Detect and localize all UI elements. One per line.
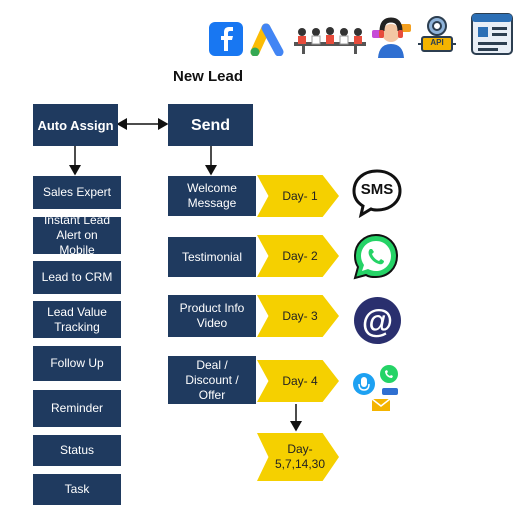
diagram-title: New Lead bbox=[172, 68, 244, 85]
sms-icon: SMS bbox=[351, 168, 403, 219]
message-deal-discount-offer: Deal / Discount / Offer bbox=[168, 356, 256, 404]
api-icon: API bbox=[416, 10, 458, 58]
left-item-instant-lead-alert: Instant Lead Alert on Mobile bbox=[33, 213, 121, 257]
left-item-lead-value-tracking: Lead Value Tracking bbox=[33, 301, 121, 338]
left-item-task: Task bbox=[33, 474, 121, 505]
left-item-reminder: Reminder bbox=[33, 390, 121, 427]
day-1-chevron: Day- 1 bbox=[257, 175, 339, 217]
support-agent-illustration bbox=[370, 14, 412, 58]
send-box: Send bbox=[168, 104, 253, 146]
email-icon: @ bbox=[354, 297, 401, 344]
facebook-icon bbox=[209, 22, 243, 56]
day-4-chevron: Day- 4 bbox=[257, 360, 339, 402]
message-welcome: Welcome Message bbox=[168, 176, 256, 216]
day-5-7-14-30-chevron: Day- 5,7,14,30 bbox=[257, 433, 339, 481]
day-2-chevron: Day- 2 bbox=[257, 235, 339, 277]
auto-assign-box: Auto Assign bbox=[33, 104, 118, 146]
web-form-icon bbox=[470, 12, 514, 56]
left-item-sales-expert: Sales Expert bbox=[33, 176, 121, 209]
google-ads-icon bbox=[249, 22, 289, 57]
team-illustration bbox=[292, 22, 368, 56]
left-item-lead-to-crm: Lead to CRM bbox=[33, 261, 121, 294]
email-at-symbol: @ bbox=[361, 302, 394, 339]
multichannel-icons bbox=[352, 364, 402, 414]
sms-label: SMS bbox=[360, 181, 394, 198]
message-testimonial: Testimonial bbox=[168, 237, 256, 277]
left-item-status: Status bbox=[33, 435, 121, 466]
whatsapp-icon bbox=[351, 232, 401, 282]
api-label: API bbox=[430, 38, 444, 47]
day-3-chevron: Day- 3 bbox=[257, 295, 339, 337]
message-product-info-video: Product Info Video bbox=[168, 295, 256, 337]
left-item-follow-up: Follow Up bbox=[33, 346, 121, 381]
